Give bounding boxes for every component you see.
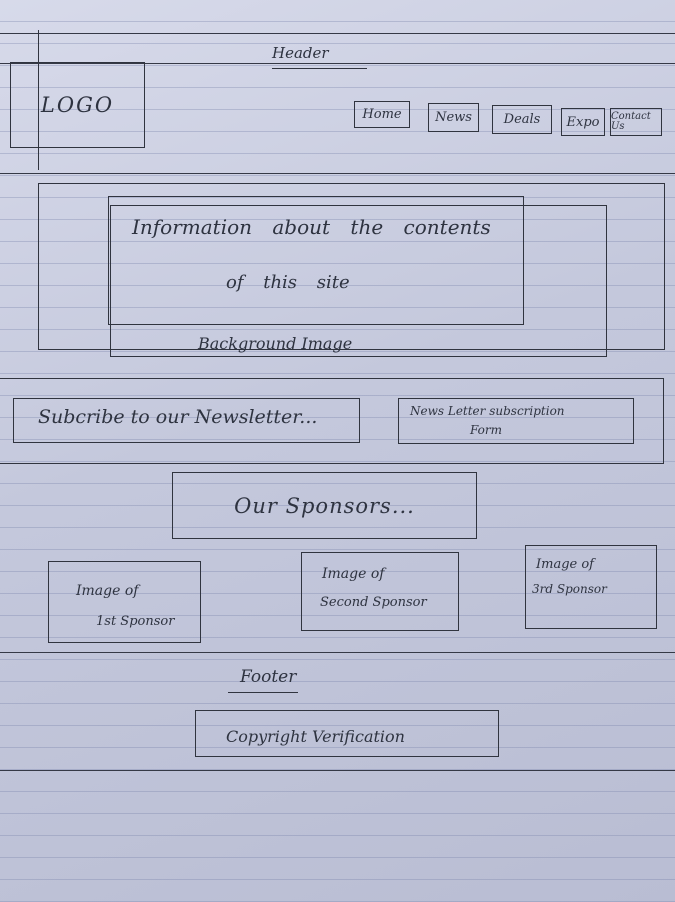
hero-section	[38, 183, 665, 350]
sponsor-1-line-1: Image of	[76, 583, 139, 599]
newsletter-section	[0, 378, 664, 464]
sponsor-3-line-2: 3rd Sponsor	[532, 582, 607, 596]
nav-deals[interactable]: Deals	[492, 105, 552, 134]
header-bottom-border	[0, 173, 675, 174]
header-label: Header	[272, 44, 329, 62]
newsletter-form-label-2: Form	[470, 423, 503, 437]
sponsor-1-image[interactable]	[48, 561, 201, 643]
info-text-box	[108, 196, 524, 325]
logo-box[interactable]: LOGO	[10, 62, 145, 148]
sponsor-3-image[interactable]	[525, 545, 657, 629]
newsletter-cta-box[interactable]	[13, 398, 360, 443]
sponsor-2-line-2: Second Sponsor	[320, 595, 427, 610]
copyright-text: Copyright Verification	[226, 727, 405, 746]
background-image-frame	[110, 205, 607, 357]
header-label-underline	[272, 68, 367, 69]
footer-label: Footer	[240, 667, 297, 687]
header-top-border	[0, 33, 675, 34]
hero-line-1: Information about the contents	[132, 215, 491, 239]
header-left-margin-line	[38, 30, 39, 170]
sponsors-title: Our Sponsors...	[234, 493, 415, 518]
copyright-box	[195, 710, 499, 757]
nav-contact-us[interactable]: Contact Us	[610, 108, 662, 136]
sponsor-2-image[interactable]	[301, 552, 459, 631]
header-rule	[0, 63, 675, 64]
sponsors-title-box: Our Sponsors...	[172, 472, 477, 539]
hero-line-2: of this site	[226, 272, 350, 293]
nav-news[interactable]: News	[428, 103, 479, 132]
background-image-caption: Background Image	[198, 334, 353, 353]
nav-expo[interactable]: Expo	[561, 108, 605, 136]
nav-home[interactable]: Home	[354, 101, 410, 128]
logo-text: LOGO	[40, 93, 115, 117]
newsletter-subscription-form[interactable]	[398, 398, 634, 444]
footer-top-border	[0, 652, 675, 653]
sponsor-3-line-1: Image of	[536, 557, 594, 572]
newsletter-cta-text: Subcribe to our Newsletter...	[38, 406, 318, 428]
footer-bottom-border	[0, 770, 675, 771]
sponsor-1-line-2: 1st Sponsor	[96, 614, 175, 629]
sponsor-2-line-1: Image of	[322, 566, 385, 582]
footer-label-underline	[228, 692, 298, 693]
newsletter-form-label-1: News Letter subscription	[410, 404, 565, 418]
